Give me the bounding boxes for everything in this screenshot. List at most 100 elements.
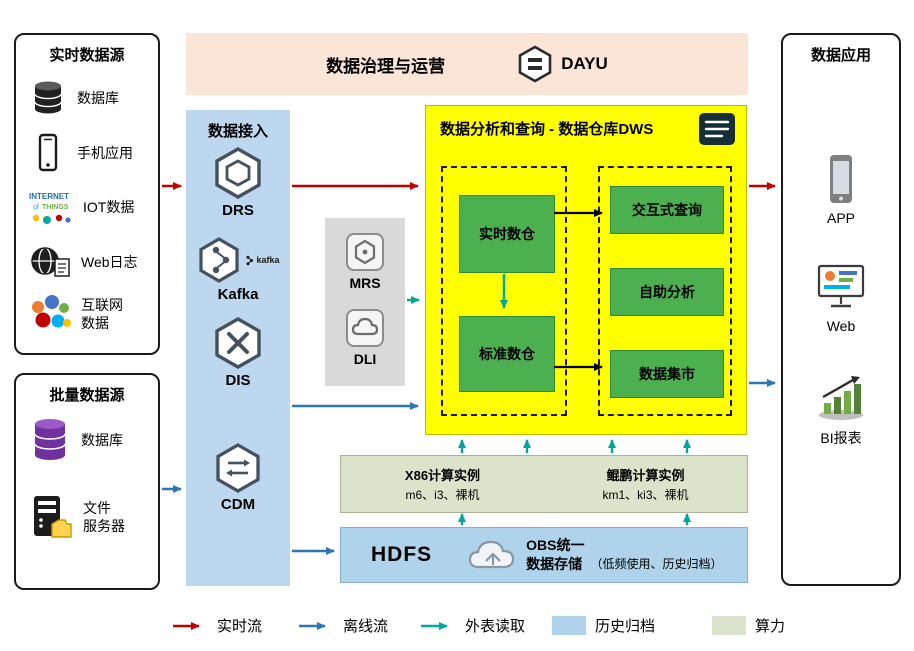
blue-arrow-icon xyxy=(299,621,326,630)
service-self-analysis: 自助分析 xyxy=(610,268,724,316)
app-item-app: APP xyxy=(783,153,899,226)
compute-swatch xyxy=(712,616,746,635)
hdfs-label: HDFS xyxy=(371,543,433,566)
database-icon xyxy=(28,77,68,119)
realtime-sources-title: 实时数据源 xyxy=(49,47,125,64)
service-item-label: MRS xyxy=(349,275,381,291)
obs-storage: OBS统一 数据存储 （低频使用、历史归档） xyxy=(466,536,723,574)
legend-label: 外表读取 xyxy=(465,618,526,635)
legend-label: 实时流 xyxy=(217,618,263,635)
legend-external-read: 外表读取 xyxy=(420,615,525,636)
source-item-label: 数据库 xyxy=(81,431,123,448)
app-item-label: Web xyxy=(826,318,856,334)
source-item-label: Web日志 xyxy=(81,253,138,270)
app-item-label: BI报表 xyxy=(820,430,862,446)
kafka-logo-text: kafka xyxy=(256,255,280,265)
legend-label: 离线流 xyxy=(343,618,389,635)
kafka-logo-glyph xyxy=(246,255,254,265)
x86-title: X86计算实例 xyxy=(404,468,481,483)
batch-sources-panel: 批量数据源 数据库 xyxy=(14,373,160,590)
dws-title: 数据分析和查询 - 数据仓库DWS xyxy=(440,121,654,138)
x86-instances: X86计算实例 m6、i3、裸机 xyxy=(341,456,544,512)
warehouse-realtime: 实时数仓 xyxy=(459,195,555,273)
legend-label: 历史归档 xyxy=(595,618,656,635)
app-item-label: APP xyxy=(826,210,855,226)
analysis-label: 数据集市 xyxy=(639,366,695,382)
ingestion-title: 数据接入 xyxy=(207,123,268,140)
analysis-label: 自助分析 xyxy=(639,284,695,300)
service-item-dli: DLI xyxy=(325,308,405,367)
obs-title: OBS统一 数据存储 xyxy=(526,537,585,572)
source-item-mobile-app: 手机应用 xyxy=(28,132,154,174)
service-interactive-query: 交互式查询 xyxy=(610,186,724,234)
dayu-icon xyxy=(517,45,553,83)
iot-icon: INTERNET of THINGS xyxy=(28,187,74,227)
obs-note: （低频使用、历史归档） xyxy=(590,556,723,571)
dli-icon xyxy=(345,308,385,348)
kunpeng-instances: 鲲鹏计算实例 km1、ki3、裸机 xyxy=(544,456,747,512)
compute-instances-panel: X86计算实例 m6、i3、裸机 鲲鹏计算实例 km1、ki3、裸机 xyxy=(340,455,748,513)
source-item-label: IOT数据 xyxy=(83,198,135,215)
source-item-web-log: Web日志 xyxy=(28,242,154,282)
analysis-group: 交互式查询 自助分析 数据集市 xyxy=(598,166,732,416)
source-item-internet-data: 互联网 数据 xyxy=(28,293,154,335)
applications-panel: 数据应用 APP xyxy=(781,33,901,586)
source-item-label: 文件 服务器 xyxy=(83,499,125,534)
service-data-mart: 数据集市 xyxy=(610,350,724,398)
ingestion-item-label: DIS xyxy=(225,372,251,389)
ingestion-item-cdm: CDM xyxy=(186,442,290,513)
applications-title: 数据应用 xyxy=(810,47,871,64)
drs-icon xyxy=(212,146,264,200)
internet-data-icon xyxy=(28,293,72,335)
kafka-logo-badge: kafka xyxy=(245,255,280,266)
x86-spec: m6、i3、裸机 xyxy=(405,488,480,502)
warehouse-label: 实时数仓 xyxy=(479,226,535,242)
obs-cloud-icon xyxy=(466,537,520,573)
kunpeng-title: 鲲鹏计算实例 xyxy=(606,468,685,483)
red-arrow-icon xyxy=(173,621,200,630)
bi-chart-icon xyxy=(815,373,867,423)
database-purple-icon xyxy=(28,415,72,465)
mrs-icon xyxy=(345,232,385,272)
web-monitor-icon xyxy=(815,263,867,313)
warehouse-standard: 标准数仓 xyxy=(459,316,555,392)
legend-compute: 算力 xyxy=(712,615,785,636)
dayu-product: DAYU xyxy=(517,45,608,83)
compute-services-panel: MRS DLI xyxy=(325,218,405,386)
report-document-icon xyxy=(698,112,736,146)
realtime-sources-panel: 实时数据源 数据库 手机应用 xyxy=(14,33,160,355)
ingestion-item-drs: DRS xyxy=(186,146,290,219)
source-item-database: 数据库 xyxy=(28,77,154,119)
ingestion-item-dis: DIS xyxy=(186,316,290,389)
kunpeng-spec: km1、ki3、裸机 xyxy=(602,488,689,502)
governance-banner: 数据治理与运营 DAYU xyxy=(186,33,748,95)
source-item-iot: INTERNET of THINGS IOT数据 xyxy=(28,187,154,227)
teal-arrow-icon xyxy=(421,621,448,630)
storage-panel: HDFS OBS统一 数据存储 （低频使用、历史归档） xyxy=(340,527,748,583)
service-item-label: DLI xyxy=(353,351,377,367)
governance-title: 数据治理与运营 xyxy=(326,56,446,76)
dws-panel: 数据分析和查询 - 数据仓库DWS 实时数仓 标准数仓 交互式查询 自助分析 xyxy=(425,105,747,435)
cdm-icon xyxy=(213,442,263,494)
warehouse-group: 实时数仓 标准数仓 xyxy=(441,166,567,416)
legend-realtime-flow: 实时流 xyxy=(172,615,262,636)
app-phone-icon xyxy=(826,153,856,205)
legend-label: 算力 xyxy=(755,618,786,635)
ingestion-panel: 数据接入 DRS xyxy=(186,110,290,586)
ingestion-item-label: CDM xyxy=(220,496,256,513)
phone-icon xyxy=(28,132,68,174)
dis-icon xyxy=(212,316,264,370)
app-item-web: Web xyxy=(783,263,899,334)
source-item-label: 数据库 xyxy=(77,89,119,106)
file-server-icon xyxy=(28,493,74,541)
warehouse-label: 标准数仓 xyxy=(479,346,535,362)
analysis-label: 交互式查询 xyxy=(632,202,702,218)
legend-offline-flow: 离线流 xyxy=(298,615,388,636)
web-log-icon xyxy=(28,242,72,282)
source-item-file-server: 文件 服务器 xyxy=(28,493,154,541)
legend-archive: 历史归档 xyxy=(552,615,655,636)
ingestion-item-label: DRS xyxy=(222,202,254,219)
ingestion-item-label: Kafka xyxy=(217,286,259,303)
svg-text:of: of xyxy=(33,204,39,211)
